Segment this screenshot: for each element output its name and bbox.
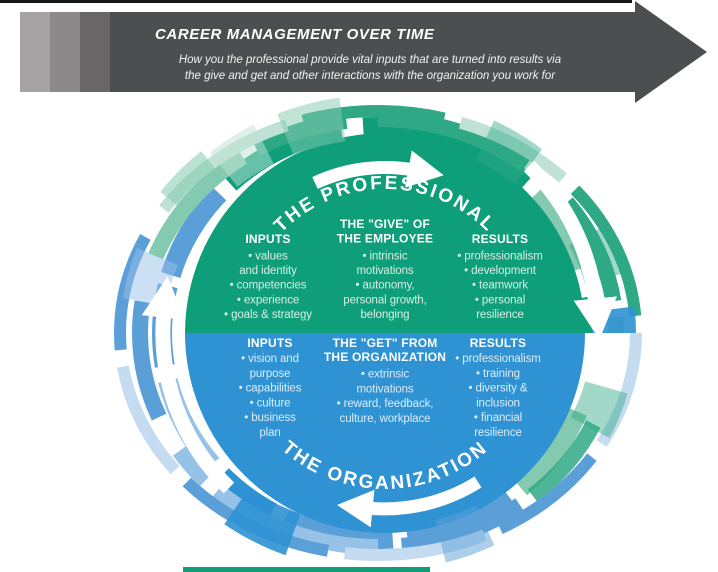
bottom-results-header: RESULTS: [470, 336, 527, 350]
flow-arrow-top-right-icon: [312, 150, 444, 189]
bottom-inputs-header: INPUTS: [247, 336, 292, 350]
flow-arrows: [141, 150, 617, 528]
banner-block-dark: [80, 12, 110, 92]
bottom-accent-bar: [183, 567, 430, 572]
top-results-list: • professionalism• development• teamwork…: [457, 251, 542, 321]
banner-subtitle-line2: the give and get and other interactions …: [184, 69, 556, 82]
banner-title: CAREER MANAGEMENT OVER TIME: [155, 26, 435, 43]
title-banner: CAREER MANAGEMENT OVER TIME How you the …: [20, 1, 710, 103]
banner-block-light: [20, 12, 50, 92]
bottom-results-list: • professionalism• training• diversity &…: [455, 353, 540, 439]
top-results-header: RESULTS: [472, 232, 529, 246]
top-rule: [0, 0, 632, 3]
banner-body: [110, 12, 635, 92]
flow-arrow-bottom-left-icon: [336, 476, 482, 528]
flow-arrow-left-up-icon: [141, 276, 235, 494]
banner-block-medium: [50, 12, 80, 92]
banner-subtitle-line1: How you the professional provide vital i…: [178, 54, 562, 66]
organization-half: [185, 333, 585, 533]
professional-half: [185, 133, 585, 333]
banner-subtitle: How you the professional provide vital i…: [120, 53, 620, 84]
top-inputs-header: INPUTS: [245, 232, 290, 246]
banner-arrowhead-icon: [635, 1, 707, 103]
flow-arrow-right-down-icon: [523, 160, 617, 340]
